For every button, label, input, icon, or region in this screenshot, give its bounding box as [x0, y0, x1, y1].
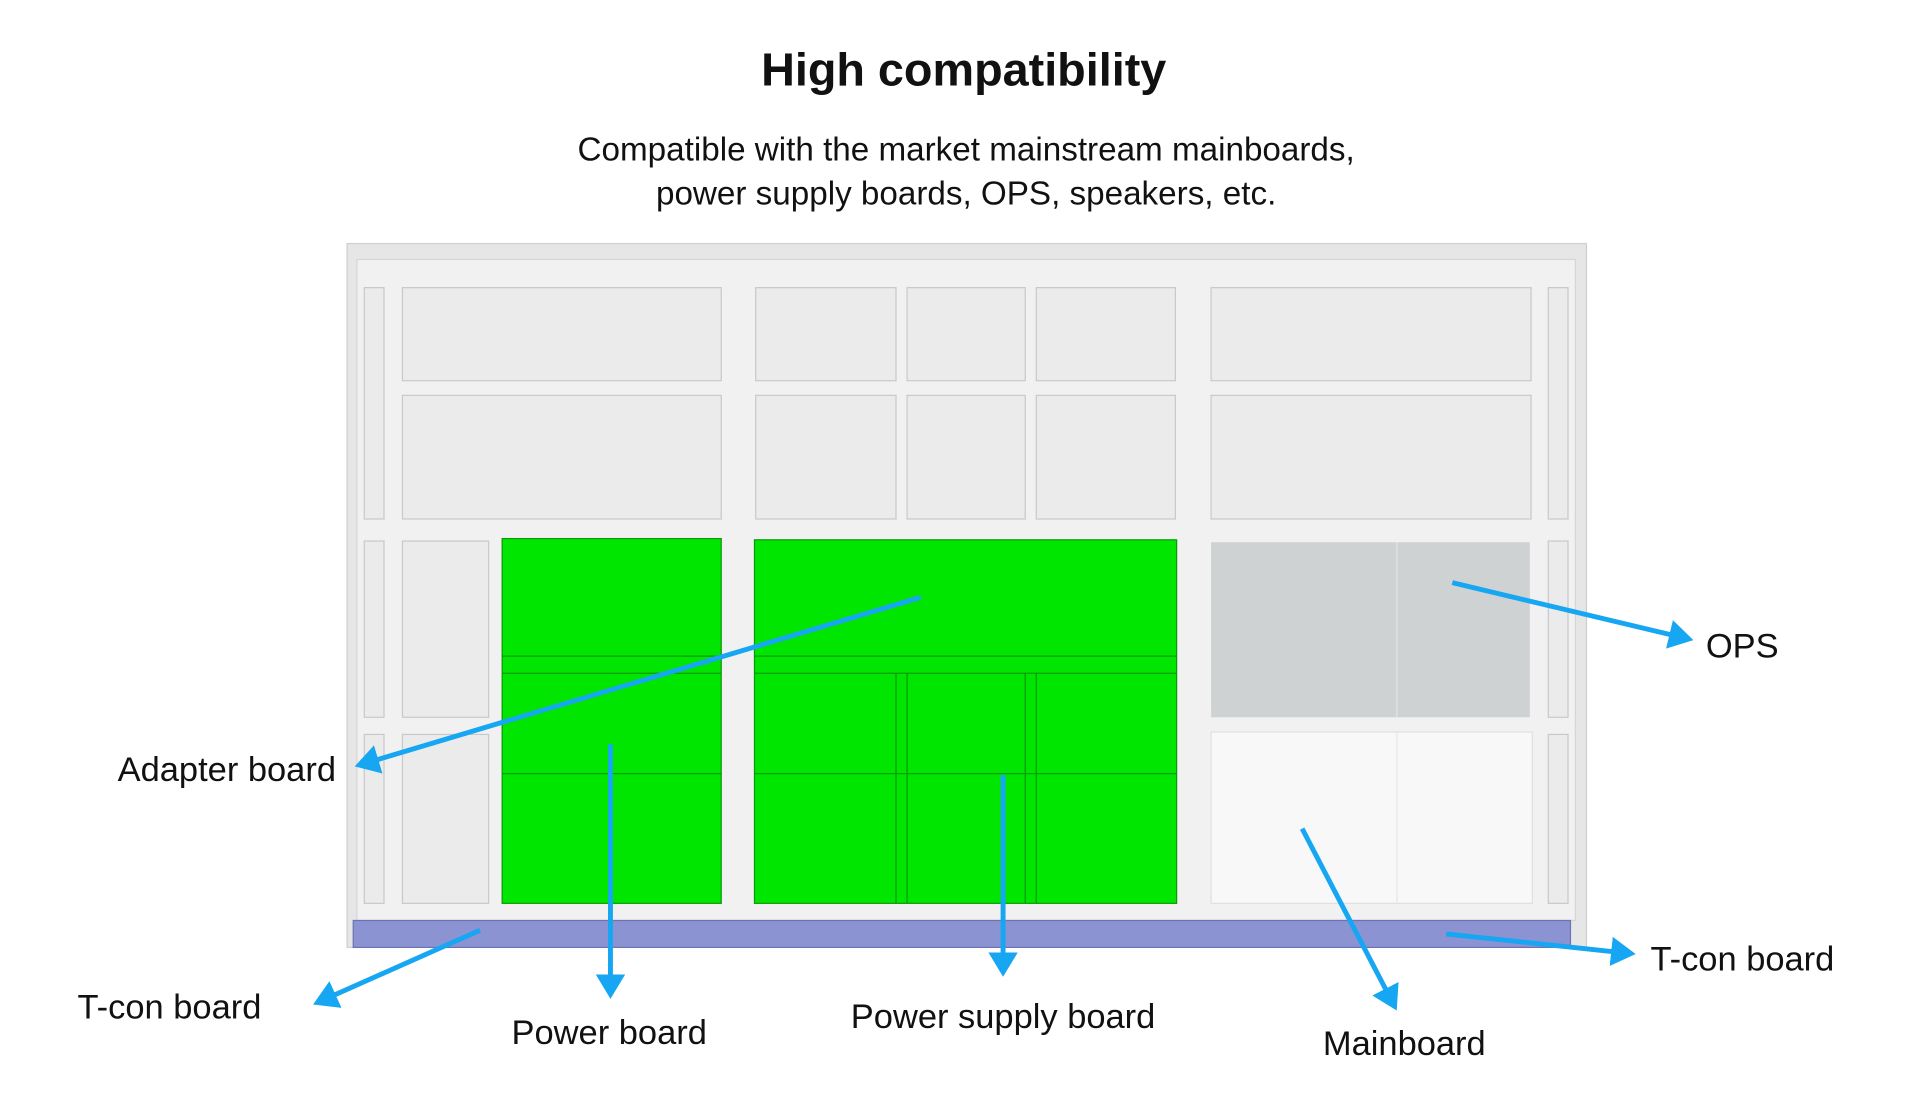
power-supply-board-highlight — [753, 539, 1178, 904]
label-adapter-board: Adapter board — [118, 751, 336, 789]
subtitle-line-1: Compatible with the market mainstream ma… — [578, 131, 1355, 168]
page-title: High compatibility — [761, 44, 1166, 96]
tcon-board-strip — [352, 919, 1572, 949]
label-tcon-right: T-con board — [1650, 941, 1834, 979]
label-ops: OPS — [1706, 627, 1779, 665]
subtitle-line-2: power supply boards, OPS, speakers, etc. — [656, 175, 1276, 212]
label-tcon-left: T-con board — [78, 988, 262, 1026]
mainboard-arrow — [1299, 827, 1399, 1011]
label-mainboard: Mainboard — [1323, 1025, 1486, 1063]
label-power-board: Power board — [512, 1014, 707, 1052]
label-power-supply-board: Power supply board — [851, 998, 1156, 1036]
tcon-left-arrow — [313, 928, 482, 1008]
tcon-right-arrow — [1445, 931, 1636, 967]
mainboard-slot — [1210, 731, 1533, 904]
ops-slot — [1211, 542, 1530, 718]
ops-arrow — [1451, 580, 1694, 649]
adapter-board-arrow — [354, 594, 922, 774]
